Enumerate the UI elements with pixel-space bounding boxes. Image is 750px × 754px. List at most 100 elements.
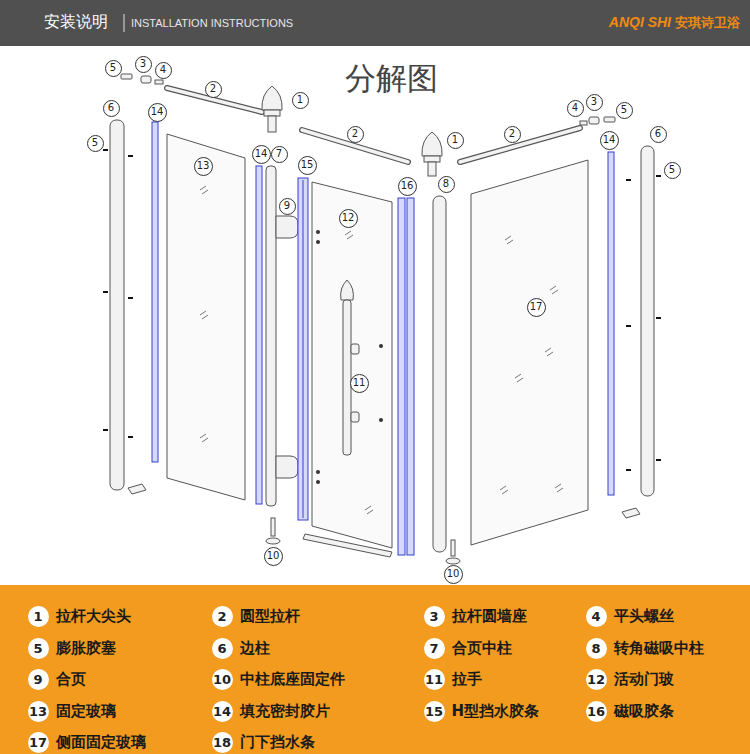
seal-strip [608,152,614,495]
callout-number: 14 [252,145,271,164]
part-name: 膨胀胶塞 [56,640,116,657]
part-number: 2 [212,606,233,627]
part-name: 填充密封胶片 [240,703,330,720]
finial-collar [424,156,440,162]
magnetic-strip [398,198,405,555]
part-name: 侧面固定玻璃 [56,734,146,751]
base-foot [128,484,146,494]
brand-name: ANQI SHI [609,14,671,30]
part-number: 13 [28,701,49,722]
wall-seat [141,76,151,83]
legend-item: 11 拉手 [424,669,482,690]
part-number: 9 [28,669,49,690]
callout-number: 5 [664,162,681,179]
part-number: 9 [284,201,290,211]
round-rod [302,130,408,162]
part-number: 7 [424,638,445,659]
part-name: 活动门玻 [614,671,674,688]
callout-number: 4 [155,62,172,79]
base-foot [622,508,640,518]
finial [422,132,442,156]
part-number: 1 [297,95,303,105]
brand-chinese: 安琪诗卫浴 [675,14,740,32]
part-number: 11 [424,669,445,690]
hinge-column [266,166,276,506]
parts [110,74,654,564]
part-number: 2 [509,129,515,139]
h-seal-strip [298,178,308,520]
part-number: 6 [655,129,661,139]
callout-number: 3 [135,56,152,73]
corner-column [433,196,446,552]
callout-number: 5 [105,60,122,77]
callout-number: 15 [298,156,317,175]
part-number: 7 [276,149,282,159]
part-number: 14 [151,107,164,117]
header-subtitle: INSTALLATION INSTRUCTIONS [131,17,293,29]
part-name: 拉杆大尖头 [56,608,131,625]
part-number: 5 [110,63,116,73]
callout-number: 7 [271,146,288,163]
column-holes [103,150,661,470]
callout-number: 2 [504,126,521,143]
legend-item: 2圆型拉杆 [212,606,300,627]
handle-top [341,280,354,300]
part-number: 10 [447,569,460,579]
legend-item: 15 H型挡水胶条 [424,701,540,722]
part-number: 17 [530,302,543,312]
seal-strip [256,166,262,504]
legend-item: 8转角磁吸中柱 [586,638,704,659]
washer [446,558,460,564]
legend-item: 13固定玻璃 [28,701,116,722]
callout-number: 5 [87,135,104,152]
part-name: H型挡水胶条 [452,703,540,720]
part-number: 15 [424,701,445,722]
finial-stem [268,116,276,132]
glass-marks [200,186,563,514]
part-name: 门下挡水条 [240,734,315,751]
part-number: 3 [424,606,445,627]
legend-item: 6边柱 [212,638,270,659]
handle [343,300,351,455]
part-name: 合页 [56,671,86,688]
finial-stem [428,162,436,176]
door-holes [316,230,383,484]
part-name: 转角磁吸中柱 [614,640,704,657]
door-glass [312,182,392,548]
callout-number: 10 [444,565,463,584]
part-name: 拉手 [452,671,482,688]
header-separator [124,14,125,32]
callout-number: 6 [650,126,667,143]
round-rod [302,130,408,162]
callout-number: 1 [447,132,464,149]
screw [271,518,275,536]
part-number: 16 [586,701,607,722]
legend-item: 16磁吸胶条 [586,701,674,722]
brand-logo: ANQI SHI安琪诗卫浴 [609,14,740,32]
wall-seat [589,117,599,124]
part-name: 拉杆圆墙座 [452,608,527,625]
washer [266,538,280,544]
callout-number: 16 [398,177,417,196]
header-bar [0,0,750,46]
hinge [276,456,298,478]
callout-number: 13 [194,157,213,176]
legend-band [0,585,750,754]
part-number: 6 [108,103,114,113]
expansion-plug [121,74,132,79]
fixed-glass [167,134,245,500]
callout-number: 4 [567,100,584,117]
part-number: 8 [443,179,449,189]
part-number: 5 [669,165,675,175]
title-block: 分解图 [345,58,438,100]
part-number: 14 [603,135,616,145]
screw [580,121,587,125]
part-number: 3 [140,59,146,69]
side-glass [471,160,588,545]
part-number: 2 [352,129,358,139]
callout-number: 3 [586,94,603,111]
part-number: 17 [28,732,49,753]
part-number: 18 [212,732,233,753]
callout-number: 17 [527,298,546,317]
callout-number: 12 [339,209,358,228]
